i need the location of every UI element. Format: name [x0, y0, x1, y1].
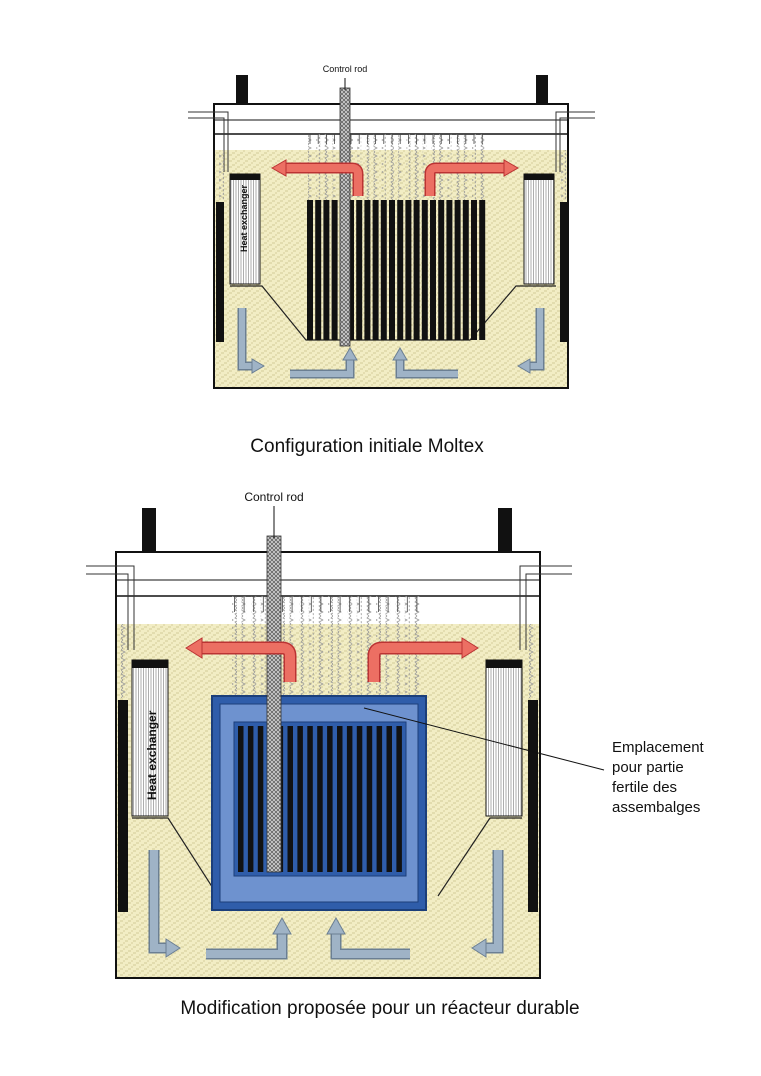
- bottom-fuel-assembly: [376, 726, 383, 872]
- top-control-rod: [339, 87, 351, 347]
- top-fuel-assembly: [307, 200, 313, 340]
- bottom-fuel-assembly: [238, 726, 244, 872]
- bottom-fuel-stem: [347, 596, 353, 698]
- top-fuel-assembly: [405, 200, 412, 340]
- bottom-fuel-assembly: [346, 726, 353, 872]
- top-fuel-assembly: [315, 200, 322, 340]
- bottom-heat-exchanger-left: [131, 659, 169, 817]
- top-fuel-stem: [390, 134, 394, 200]
- top-side-column-right: [560, 202, 568, 342]
- top-fuel-stem: [406, 134, 411, 200]
- bottom-fuel-assembly: [327, 726, 333, 872]
- bottom-heat-exchanger-label: Heat exchanger: [145, 710, 159, 800]
- bottom-fuel-assembly: [297, 726, 303, 872]
- top-fuel-assembly: [331, 200, 338, 340]
- top-fuel-stem: [373, 134, 378, 200]
- top-fuel-assemblies: [307, 200, 486, 340]
- top-fuel-stem: [398, 134, 403, 200]
- bottom-lug-left: [142, 508, 156, 552]
- bottom-fuel-stem: [366, 596, 372, 698]
- top-fuel-assembly: [348, 200, 354, 340]
- top-fuel-assembly: [454, 200, 461, 340]
- top-fuel-assembly: [380, 200, 387, 340]
- top-fuel-assembly: [372, 200, 379, 340]
- bottom-fuel-stem: [318, 596, 324, 698]
- top-heat-exchanger-left: [229, 173, 261, 285]
- top-baffle: [230, 285, 556, 341]
- bottom-fuel-stem: [308, 596, 314, 698]
- bottom-control-rod-label: Control rod: [244, 490, 303, 504]
- top-fuel-assembly: [446, 200, 453, 340]
- bottom-baffle: [132, 817, 522, 897]
- top-heat-exchanger-right: [523, 173, 555, 285]
- top-fuel-assembly: [356, 200, 363, 340]
- bottom-fuel-assembly: [337, 726, 343, 872]
- bottom-fuel-assembly: [386, 726, 392, 872]
- top-fuel-stem: [422, 134, 427, 200]
- bottom-fuel-assembly: [247, 726, 254, 872]
- top-lid: [213, 103, 569, 135]
- top-fuel-stem: [381, 134, 386, 200]
- top-lug-left: [236, 75, 248, 105]
- top-fuel-assembly: [462, 200, 469, 340]
- annotation-line-1: Emplacement: [612, 739, 705, 756]
- bottom-reactor-diagram: Control rod Heat exchanger: [86, 490, 605, 979]
- bottom-caption: Modification proposée pour un réacteur d…: [180, 998, 579, 1019]
- top-fuel-stem: [365, 134, 370, 200]
- bottom-lid: [115, 551, 541, 597]
- annotation-leader-line: [363, 707, 605, 771]
- bottom-fuel-assembly: [287, 726, 293, 872]
- bottom-fuel-stem: [299, 596, 305, 698]
- bottom-fuel-stem: [356, 596, 362, 698]
- top-caption: Configuration initiale Moltex: [250, 436, 484, 457]
- top-reactor-diagram: Control rod Heat exchanger: [188, 64, 595, 389]
- top-lug-right: [536, 75, 548, 105]
- annotation-line-3: fertile des: [612, 779, 677, 796]
- fertile-annotation: Emplacement pour partie fertile des asse…: [612, 739, 705, 816]
- top-fuel-assembly: [430, 200, 436, 340]
- annotation-line-4: assembalges: [612, 799, 700, 816]
- top-fuel-assembly: [438, 200, 445, 340]
- top-fuel-assembly: [413, 200, 420, 340]
- top-heat-exchanger-label: Heat exchanger: [239, 184, 249, 252]
- top-fuel-assembly: [364, 200, 371, 340]
- bottom-fuel-assembly: [356, 726, 363, 872]
- bottom-control-rod: [266, 535, 282, 873]
- annotation-line-2: pour partie: [612, 759, 684, 776]
- top-fuel-assembly: [323, 200, 330, 340]
- bottom-fuel-stem: [328, 596, 333, 698]
- top-fuel-stem: [414, 134, 419, 200]
- bottom-fuel-assembly: [257, 726, 264, 872]
- top-fuel-assembly: [421, 200, 428, 340]
- top-fuel-assembly: [479, 200, 486, 340]
- bottom-pipe-left: [86, 565, 135, 650]
- bottom-heat-exchanger-right: [485, 659, 523, 817]
- bottom-fuel-assemblies: [238, 726, 402, 872]
- bottom-side-column-right: [528, 700, 538, 912]
- top-pipe-right: [555, 111, 595, 172]
- bottom-fuel-assembly: [317, 726, 323, 872]
- bottom-lug-right: [498, 508, 512, 552]
- bottom-fuel-stem: [337, 596, 343, 698]
- bottom-side-column-left: [118, 700, 128, 912]
- bottom-fuel-assembly: [307, 726, 313, 872]
- bottom-vessel: [115, 551, 541, 979]
- top-control-rod-label: Control rod: [323, 64, 368, 74]
- bottom-pipe-right: [519, 565, 572, 650]
- top-fuel-assembly: [397, 200, 404, 340]
- top-fuel-assembly: [471, 200, 477, 340]
- bottom-fuel-assembly: [396, 726, 402, 872]
- top-fuel-assembly: [389, 200, 395, 340]
- bottom-fuel-assembly: [366, 726, 373, 872]
- top-side-column-left: [216, 202, 224, 342]
